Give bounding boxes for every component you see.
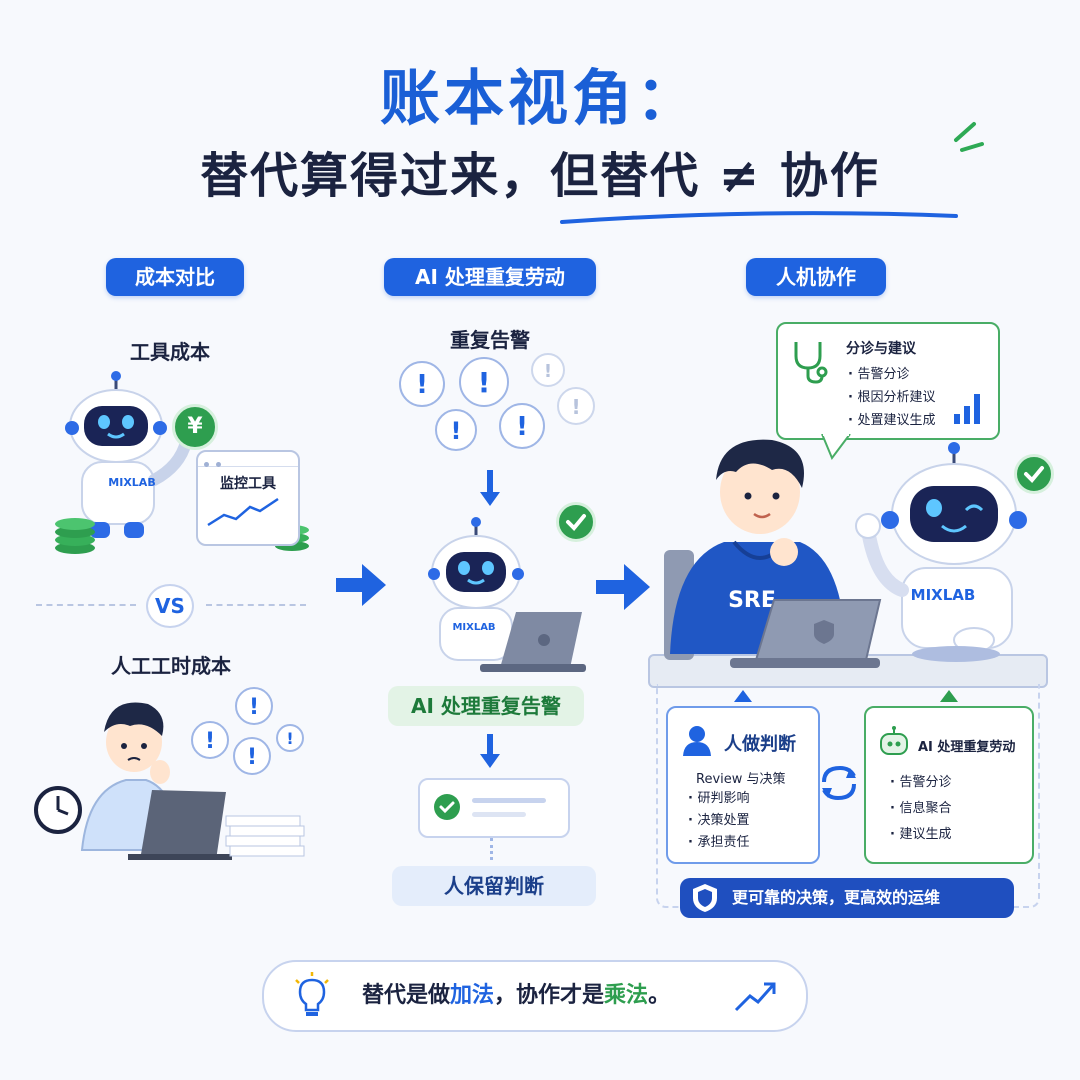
sparkle-icon xyxy=(954,122,984,152)
check-icon-small xyxy=(434,794,460,820)
bubble-item: 告警分诊 xyxy=(848,362,935,388)
alert-bubble-icon-left-group: ! ! ! ! xyxy=(191,687,304,775)
robot-illustration-right xyxy=(855,442,1027,662)
human-judgment-card: 人做判断 Review 与决策 研判影响 决策处置 承担责任 xyxy=(666,706,820,864)
pointer-triangle-green xyxy=(940,690,958,702)
ai-card-list: 告警分诊 信息聚合 建议生成 xyxy=(890,770,951,848)
pill-ai-repetitive: AI 处理重复劳动 xyxy=(384,258,596,296)
quote-part1: 替代是做 xyxy=(362,983,451,1008)
page-title: 账本视角： xyxy=(380,64,700,134)
bottom-quote-text: 替代是做加法，协作才是乘法。 xyxy=(362,962,670,1030)
quote-part2: ，协作才是 xyxy=(494,983,605,1008)
vs-divider-left xyxy=(36,604,136,606)
sync-icon xyxy=(822,765,856,801)
triage-bubble: 分诊与建议 告警分诊 根因分析建议 处置建议生成 xyxy=(776,322,1000,440)
arrow-right-icon-2 xyxy=(596,564,650,610)
monitor-tool-window: 监控工具 xyxy=(196,450,300,546)
vs-divider-right xyxy=(206,604,306,606)
worker-illustration xyxy=(34,702,305,860)
bubble-tail xyxy=(821,434,851,460)
bubble-item: 处置建议生成 xyxy=(848,408,935,434)
person-icon xyxy=(683,726,711,756)
dotted-connector xyxy=(490,838,493,860)
ai-card-title: AI 处理重复劳动 xyxy=(918,740,1016,755)
line-chart-icon xyxy=(207,497,279,527)
coin-stack-icon xyxy=(55,518,95,554)
bubble-item: 根因分析建议 xyxy=(848,388,935,408)
svg-text:!: ! xyxy=(286,729,293,748)
ai-card-item: 信息聚合 xyxy=(890,796,951,822)
subtitle-underline xyxy=(560,211,958,224)
human-card-title: 人做判断 xyxy=(724,734,796,755)
stethoscope-icon xyxy=(794,342,828,384)
human-keeps-label: 人保留判断 xyxy=(392,866,596,906)
robot-left-badge: MIXLAB xyxy=(108,476,156,489)
lightbulb-icon xyxy=(295,972,329,1016)
check-icon xyxy=(556,502,596,542)
human-card-item: 研判影响 xyxy=(688,788,749,810)
alerts-label: 重复告警 xyxy=(450,328,530,352)
placeholder-line xyxy=(472,798,546,803)
human-card-list: 研判影响 决策处置 承担责任 xyxy=(688,788,749,854)
window-titlebar xyxy=(198,452,298,467)
svg-text:!: ! xyxy=(516,412,528,442)
ai-handles-label: AI 处理重复告警 xyxy=(388,686,584,726)
robot-illustration-middle xyxy=(428,517,586,672)
trend-up-icon xyxy=(734,982,776,1012)
reliable-ops-banner: 更可靠的决策，更高效的运维 xyxy=(680,878,1014,918)
bubble-title: 分诊与建议 xyxy=(846,341,916,357)
hoodie-text: SRE xyxy=(728,588,776,613)
ai-labor-card: AI 处理重复劳动 告警分诊 信息聚合 建议生成 xyxy=(864,706,1034,864)
pill-cost-compare: 成本对比 xyxy=(106,258,244,296)
svg-text:!: ! xyxy=(544,361,552,382)
svg-text:!: ! xyxy=(478,366,491,399)
alert-bubble-icon-group: ! ! ! ! ! ! xyxy=(399,353,595,451)
arrow-down-icon xyxy=(480,470,500,506)
review-card xyxy=(418,778,570,838)
robot-middle-badge: MIXLAB xyxy=(452,622,496,633)
labor-cost-label: 人工工时成本 xyxy=(111,654,231,678)
bar-chart-icon xyxy=(954,394,980,424)
monitor-label: 监控工具 xyxy=(220,476,276,492)
vs-badge: VS xyxy=(146,584,194,628)
quote-part3: 。 xyxy=(648,983,671,1008)
bottom-quote-box: 替代是做加法，协作才是乘法。 xyxy=(262,960,808,1032)
page-subtitle: 替代算得过来，但替代 ≠ 协作 xyxy=(200,148,880,204)
svg-text:!: ! xyxy=(249,695,259,720)
human-card-item: 承担责任 xyxy=(688,832,749,854)
yen-coin-icon: ¥ xyxy=(172,404,218,450)
pointer-triangle-blue xyxy=(734,690,752,702)
pill-human-machine: 人机协作 xyxy=(746,258,886,296)
bubble-list: 告警分诊 根因分析建议 处置建议生成 xyxy=(848,362,935,434)
quote-highlight-add: 加法 xyxy=(450,983,495,1008)
yen-symbol: ¥ xyxy=(187,414,203,439)
quote-highlight-multiply: 乘法 xyxy=(604,983,649,1008)
tool-cost-label: 工具成本 xyxy=(130,340,210,364)
human-card-item: 决策处置 xyxy=(688,810,749,832)
ai-card-item: 告警分诊 xyxy=(890,770,951,796)
shield-icon xyxy=(693,884,717,912)
svg-text:!: ! xyxy=(571,395,580,419)
placeholder-line-2 xyxy=(472,812,526,817)
svg-text:!: ! xyxy=(205,729,215,754)
robot-illustration-left xyxy=(65,371,192,538)
ai-card-item: 建议生成 xyxy=(890,822,951,848)
svg-text:!: ! xyxy=(416,370,428,400)
check-icon-right xyxy=(1014,454,1054,494)
robot-icon xyxy=(880,726,908,755)
svg-text:!: ! xyxy=(451,417,462,445)
robot-right-badge: MIXLAB xyxy=(910,586,976,604)
laptop-illustration xyxy=(730,599,882,668)
svg-text:!: ! xyxy=(247,745,257,770)
arrow-right-icon xyxy=(336,564,386,606)
arrow-down-icon-2 xyxy=(480,734,500,768)
human-card-subtitle: Review 与决策 xyxy=(696,772,786,787)
banner-text: 更可靠的决策，更高效的运维 xyxy=(732,888,941,907)
